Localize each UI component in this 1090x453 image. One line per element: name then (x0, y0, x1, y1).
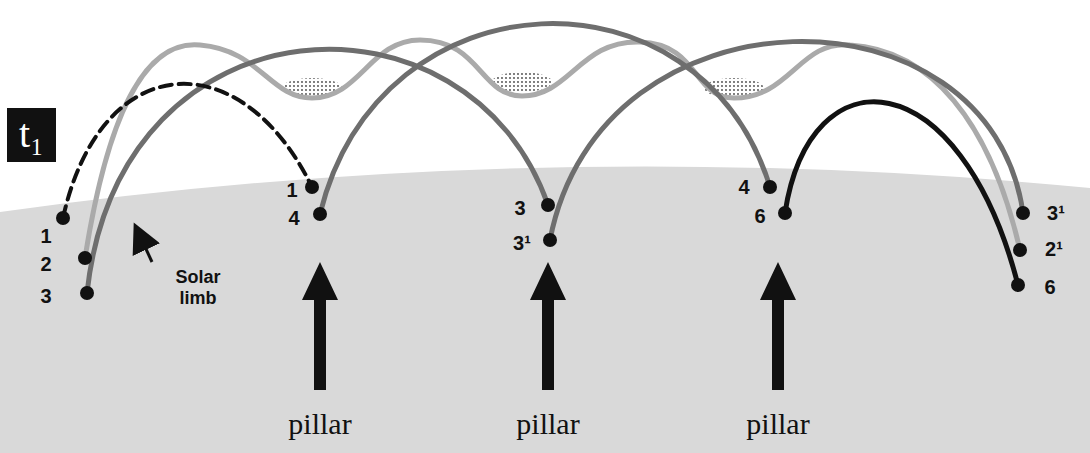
footpoint (305, 180, 319, 194)
pillar-arrow (530, 262, 566, 390)
callout-number: 6 (754, 206, 765, 226)
limb-label: Solar limb (163, 267, 233, 308)
field-line (550, 41, 1023, 240)
solar-disk (0, 166, 1090, 453)
pillar-label: pillar (746, 409, 809, 439)
callout-number: 4 (288, 208, 299, 228)
footpoint (778, 206, 792, 220)
pillar-label: pillar (288, 409, 351, 439)
callout-number: 2 (40, 254, 51, 274)
footpoint (763, 180, 777, 194)
field-line (785, 102, 1018, 285)
footpoint (313, 207, 327, 221)
time-label: t₁ (19, 114, 44, 154)
footpoint (543, 233, 557, 247)
callout-number: 2¹ (1045, 239, 1063, 259)
pillar-arrow (302, 262, 338, 390)
pillar-label: pillar (516, 409, 579, 439)
limb-pointer (140, 236, 152, 262)
field-line (87, 49, 548, 293)
footpoint (56, 211, 70, 225)
callout-number: 3¹ (513, 233, 531, 253)
dashed-field-line (63, 84, 312, 218)
callout-number: 3 (514, 198, 525, 218)
callout-number: 3 (40, 286, 51, 306)
callout-number: 1 (286, 180, 297, 200)
callout-number: 3¹ (1047, 203, 1065, 223)
footpoint (78, 251, 92, 265)
field-line (320, 24, 770, 214)
footpoint (80, 286, 94, 300)
footpoint (541, 198, 555, 212)
callout-number: 1 (40, 226, 51, 246)
footpoint (1011, 278, 1025, 292)
callout-number: 6 (1044, 277, 1055, 297)
footpoint (1013, 243, 1027, 257)
time-label-box: t₁ (7, 108, 56, 162)
callout-number: 4 (738, 177, 749, 197)
pillar-arrow (760, 262, 796, 390)
footpoint (1016, 206, 1030, 220)
